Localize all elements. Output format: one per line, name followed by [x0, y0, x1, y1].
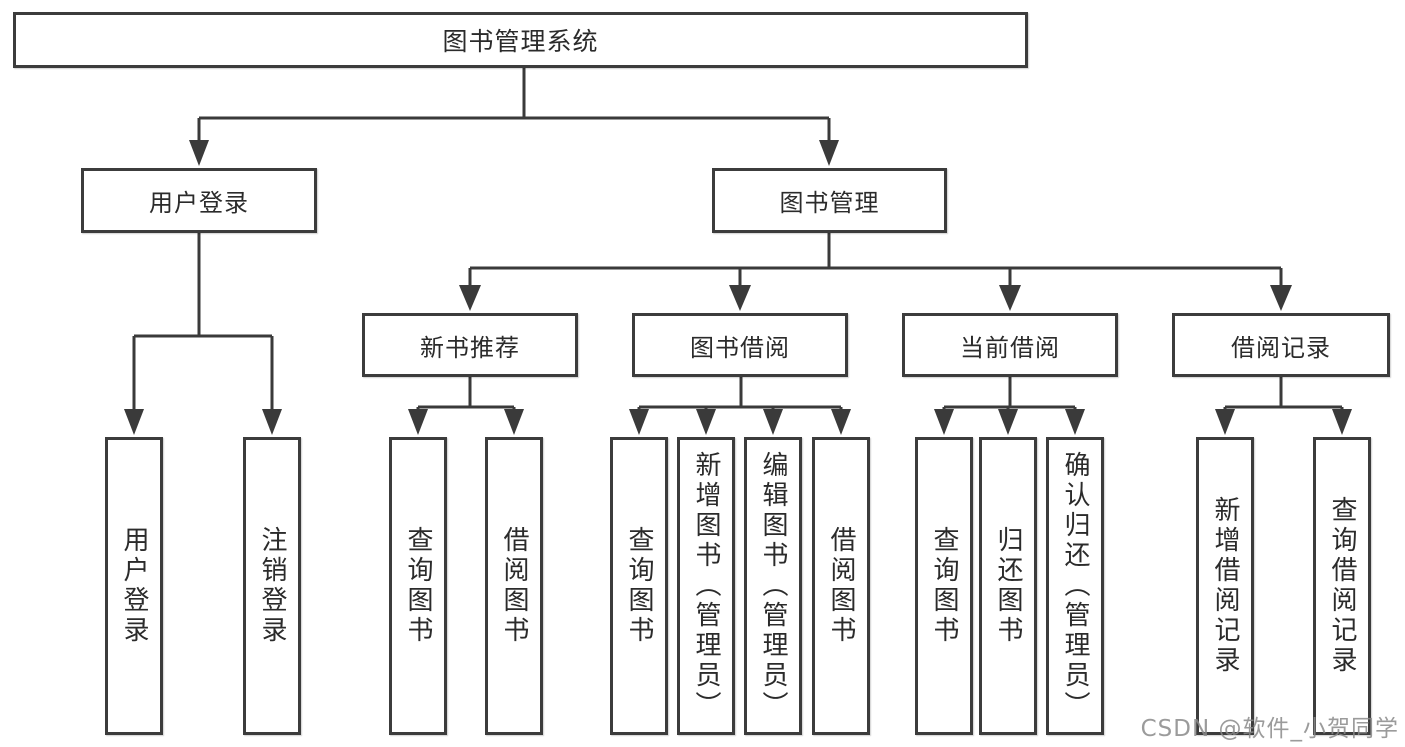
node-label: 编辑图书（管理员）: [758, 451, 788, 721]
node-label: 用户登录: [149, 189, 249, 217]
node-current-borrowing: 当前借阅: [902, 313, 1118, 377]
leaf-confirm-return-admin: 确认归还（管理员）: [1046, 437, 1104, 735]
node-label: 查询借阅记录: [1327, 496, 1357, 676]
node-label: 新增借阅记录: [1210, 496, 1240, 676]
leaf-borrow-books: 借阅图书: [812, 437, 870, 735]
leaf-query-borrow-record: 查询借阅记录: [1313, 437, 1371, 735]
node-label: 查询图书: [403, 526, 433, 646]
leaf-logout: 注销登录: [243, 437, 301, 735]
leaf-query-books-current: 查询图书: [915, 437, 973, 735]
node-label: 借阅记录: [1231, 333, 1331, 362]
node-label: 新书推荐: [420, 333, 520, 362]
node-label: 注销登录: [257, 526, 287, 646]
node-book-borrowing: 图书借阅: [632, 313, 848, 377]
node-borrowing-records: 借阅记录: [1172, 313, 1390, 377]
node-library-management-system: 图书管理系统: [13, 12, 1028, 68]
node-label: 归还图书: [993, 526, 1023, 646]
leaf-query-books-recommend: 查询图书: [389, 437, 447, 735]
leaf-query-books-borrowing: 查询图书: [610, 437, 668, 735]
node-label: 当前借阅: [960, 333, 1060, 362]
leaf-user-login: 用户登录: [105, 437, 163, 735]
node-new-book-recommend: 新书推荐: [362, 313, 578, 377]
node-book-management: 图书管理: [712, 168, 947, 233]
node-label: 查询图书: [624, 526, 654, 646]
node-label: 图书管理系统: [442, 27, 599, 56]
node-label: 新增图书（管理员）: [691, 451, 721, 721]
node-label: 确认归还（管理员）: [1060, 451, 1090, 721]
node-label: 图书借阅: [690, 333, 790, 362]
leaf-add-book-admin: 新增图书（管理员）: [677, 437, 735, 735]
node-label: 用户登录: [119, 526, 149, 646]
node-user-login: 用户登录: [81, 168, 317, 233]
leaf-borrow-books-recommend: 借阅图书: [485, 437, 543, 735]
node-label: 借阅图书: [499, 526, 529, 646]
leaf-add-borrow-record: 新增借阅记录: [1196, 437, 1254, 735]
node-label: 查询图书: [929, 526, 959, 646]
csdn-watermark: CSDN @软件_小贺同学: [1140, 716, 1399, 742]
leaf-edit-book-admin: 编辑图书（管理员）: [744, 437, 802, 735]
leaf-return-books: 归还图书: [979, 437, 1037, 735]
node-label: 借阅图书: [826, 526, 856, 646]
node-label: 图书管理: [779, 189, 880, 217]
